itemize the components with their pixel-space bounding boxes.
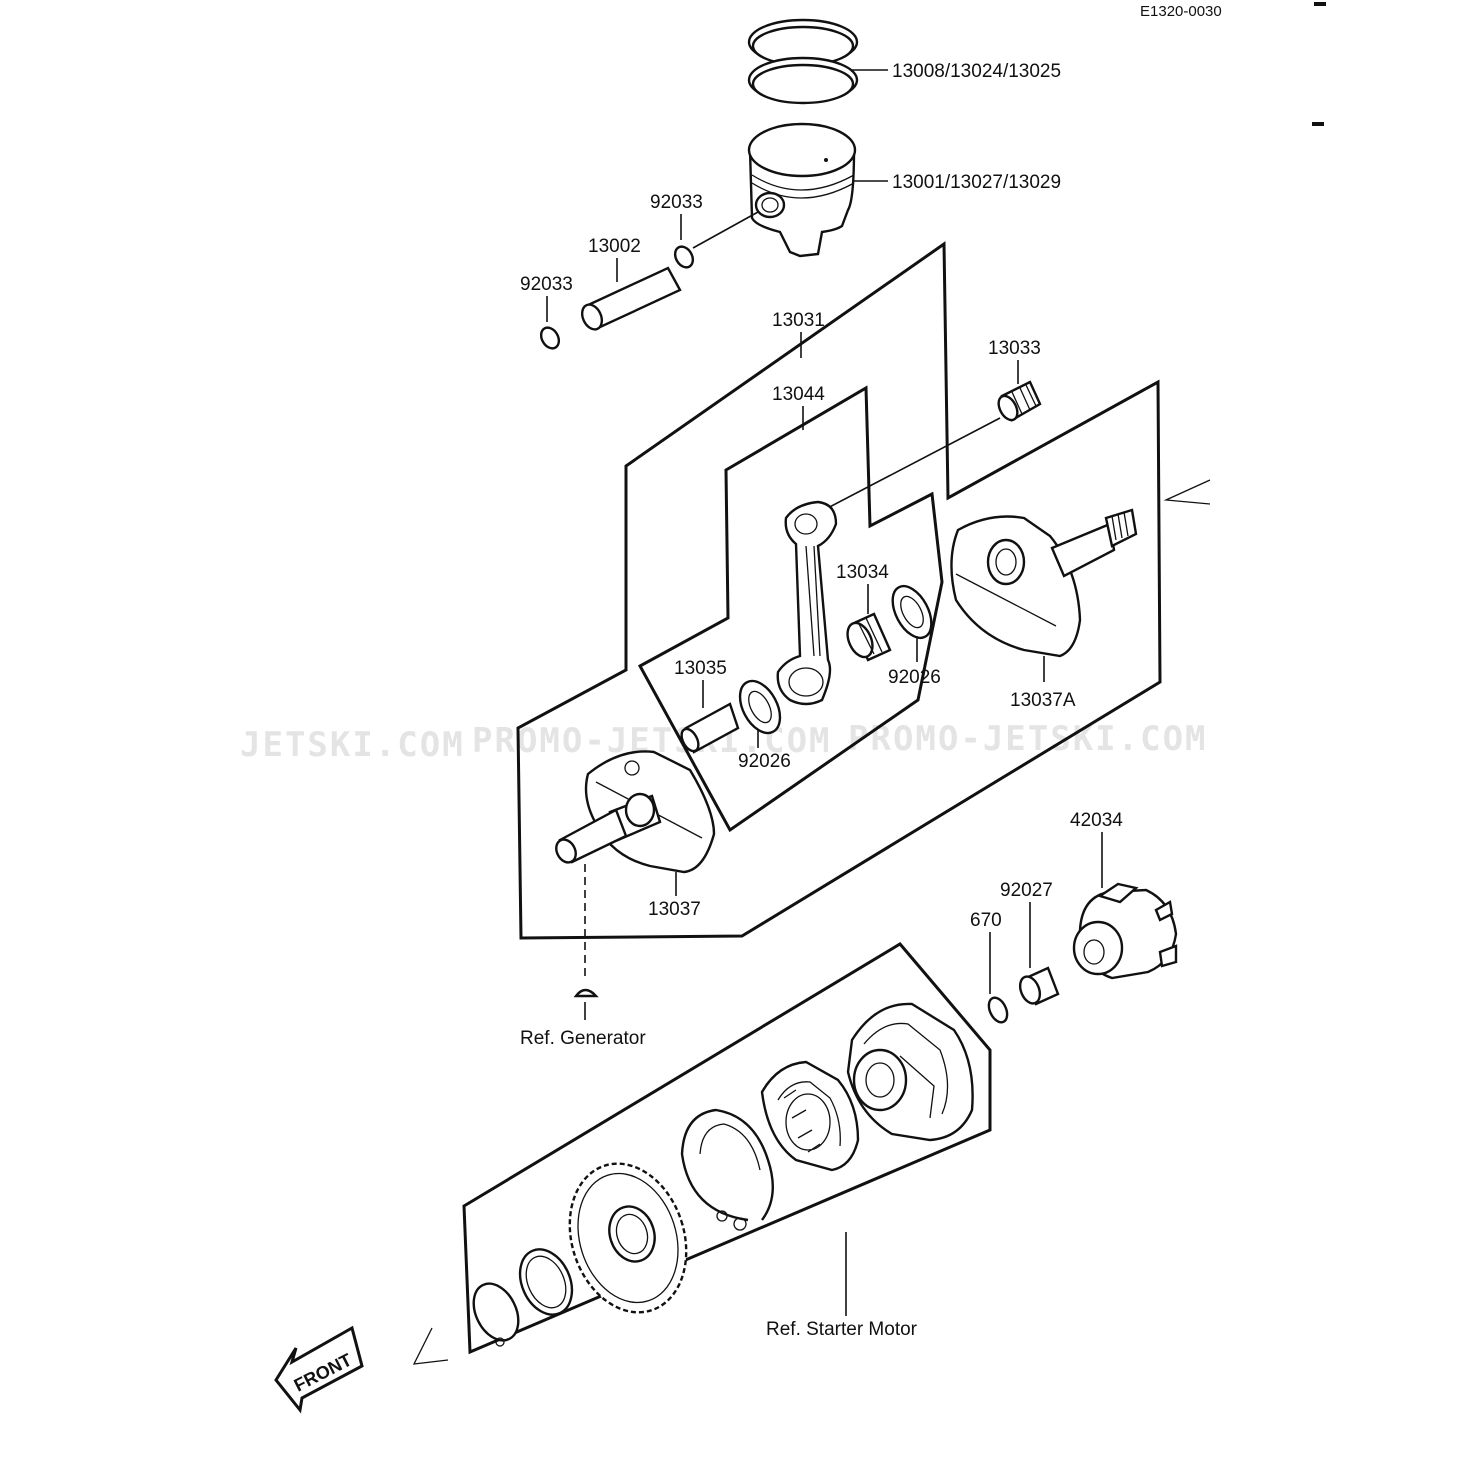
one-way-clutch-drawing xyxy=(760,1060,860,1172)
watermark-1: JETSKI.COM xyxy=(240,725,465,765)
circlip-670-drawing xyxy=(987,996,1009,1024)
view-marker-right xyxy=(1163,479,1211,505)
label-thrust-washer-right: 92026 xyxy=(888,667,941,688)
label-circlip-left: 92033 xyxy=(520,274,573,295)
label-ref-generator: Ref. Generator xyxy=(520,1028,646,1049)
label-circlip-right: 92033 xyxy=(650,192,703,213)
label-crank-pin: 13035 xyxy=(674,658,727,679)
crank-pin-drawing xyxy=(680,702,740,754)
crankshaft-assy-frame xyxy=(516,241,1162,940)
circlip-right-drawing xyxy=(673,245,695,269)
margin-mark xyxy=(1312,122,1324,126)
starter-motor-frame xyxy=(462,942,992,1355)
label-conrod: 13044 xyxy=(772,384,825,405)
woodruff-key-drawing xyxy=(573,988,599,998)
label-piston-rings: 13008/13024/13025 xyxy=(892,61,1061,82)
margin-mark xyxy=(1314,2,1326,6)
watermark-3: PROMO-JETSKI.COM xyxy=(848,719,1208,759)
label-bushing: 92027 xyxy=(1000,880,1053,901)
starter-gear-drawing xyxy=(568,1162,688,1314)
label-circlip-670: 670 xyxy=(970,910,1002,931)
piston-drawing xyxy=(747,122,857,258)
label-small-end-bearing: 13033 xyxy=(988,338,1041,359)
small-circlip-drawing xyxy=(472,1282,520,1347)
thrust-washer-right-drawing xyxy=(891,584,933,640)
diagram-code: E1320-0030 xyxy=(1140,3,1222,20)
label-crank-half-right: 13037A xyxy=(1010,690,1076,711)
piston-pin-drawing xyxy=(580,266,682,331)
label-piston: 13001/13027/13029 xyxy=(892,172,1061,193)
label-thrust-washer-left: 92026 xyxy=(738,751,791,772)
coupling-drawing xyxy=(1072,882,1178,980)
big-end-bearing-drawing xyxy=(846,612,892,662)
crank-half-right-drawing xyxy=(950,508,1138,658)
large-circlip-drawing xyxy=(680,1108,774,1231)
label-coupling: 42034 xyxy=(1070,810,1123,831)
conrod-frame xyxy=(637,385,944,833)
label-big-end-bearing: 13034 xyxy=(836,562,889,583)
piston-rings-drawing xyxy=(747,18,859,105)
label-ref-starter-motor: Ref. Starter Motor xyxy=(766,1319,918,1340)
front-arrow-icon: FRONT xyxy=(274,1325,364,1414)
thrust-washer-left-drawing xyxy=(738,679,782,735)
starter-clutch-housing-drawing xyxy=(846,1002,974,1142)
view-marker-left xyxy=(412,1327,449,1365)
label-crankshaft-assy: 13031 xyxy=(772,310,825,331)
crank-half-left-drawing xyxy=(555,750,716,874)
washer-drawing xyxy=(518,1248,574,1316)
bushing-drawing xyxy=(1018,966,1060,1006)
circlip-left-drawing xyxy=(539,326,561,350)
label-crank-half-left: 13037 xyxy=(648,899,701,920)
conrod-drawing xyxy=(776,500,838,706)
small-end-bearing-drawing xyxy=(997,380,1042,422)
label-piston-pin: 13002 xyxy=(588,236,641,257)
